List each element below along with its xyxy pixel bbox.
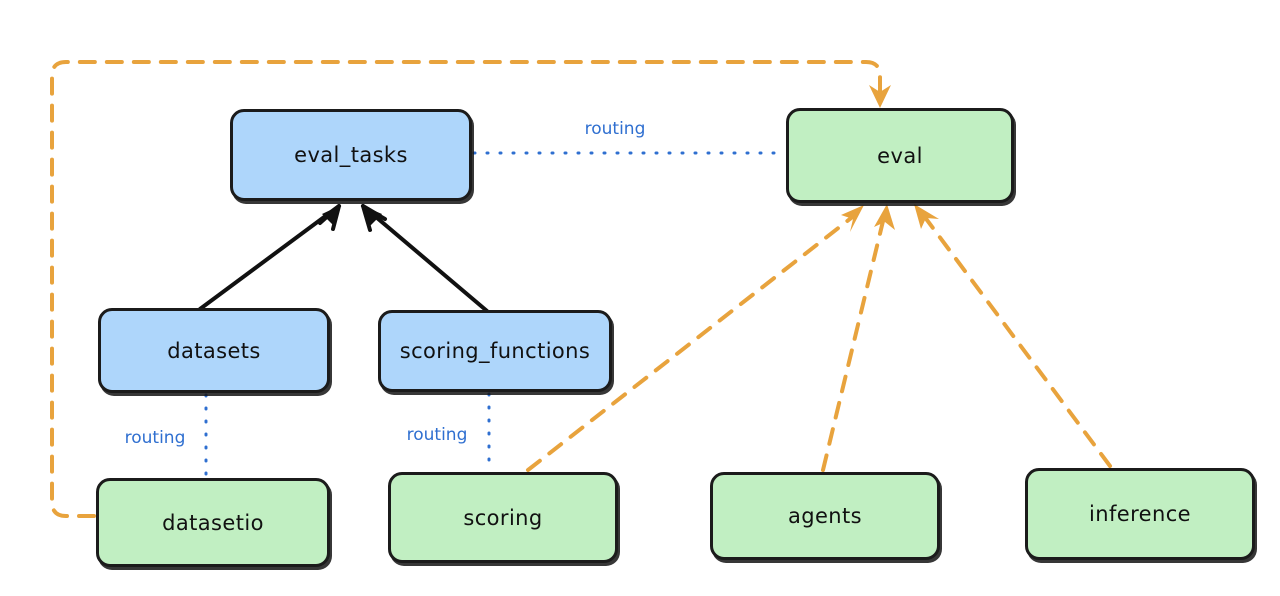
node-eval-label: eval — [877, 143, 923, 168]
node-scoring-label: scoring — [463, 505, 543, 530]
node-eval[interactable]: eval — [786, 108, 1014, 203]
node-datasetio-label: datasetio — [162, 510, 264, 535]
node-datasets-label: datasets — [167, 338, 261, 363]
node-scoring-functions-label: scoring_functions — [399, 339, 591, 363]
node-agents[interactable]: agents — [710, 472, 940, 560]
node-scoring-functions[interactable]: scoring_functions — [378, 310, 612, 392]
node-eval-tasks-label: eval_tasks — [294, 143, 408, 167]
edge-inference-to-eval — [914, 204, 1112, 468]
edge-label-routing-datasets-datasetio: routing — [124, 428, 186, 448]
node-inference-label: inference — [1089, 502, 1191, 526]
node-agents-label: agents — [787, 504, 862, 528]
edge-agents-to-eval — [821, 204, 895, 472]
node-datasets[interactable]: datasets — [98, 308, 330, 393]
edge-scoring-to-eval — [526, 205, 864, 472]
edge-datasets-to-eval-tasks — [198, 204, 341, 311]
edge-label-routing-scoring-functions-scoring: routing — [406, 425, 468, 445]
node-inference[interactable]: inference — [1025, 468, 1255, 560]
edge-datasetio-to-eval — [50, 60, 891, 518]
node-eval-tasks[interactable]: eval_tasks — [230, 109, 472, 201]
node-datasetio[interactable]: datasetio — [96, 478, 330, 567]
edge-label-routing-eval-tasks-eval: routing — [584, 119, 646, 139]
node-scoring[interactable]: scoring — [388, 472, 618, 563]
edge-scoring-functions-to-eval-tasks — [361, 204, 489, 313]
